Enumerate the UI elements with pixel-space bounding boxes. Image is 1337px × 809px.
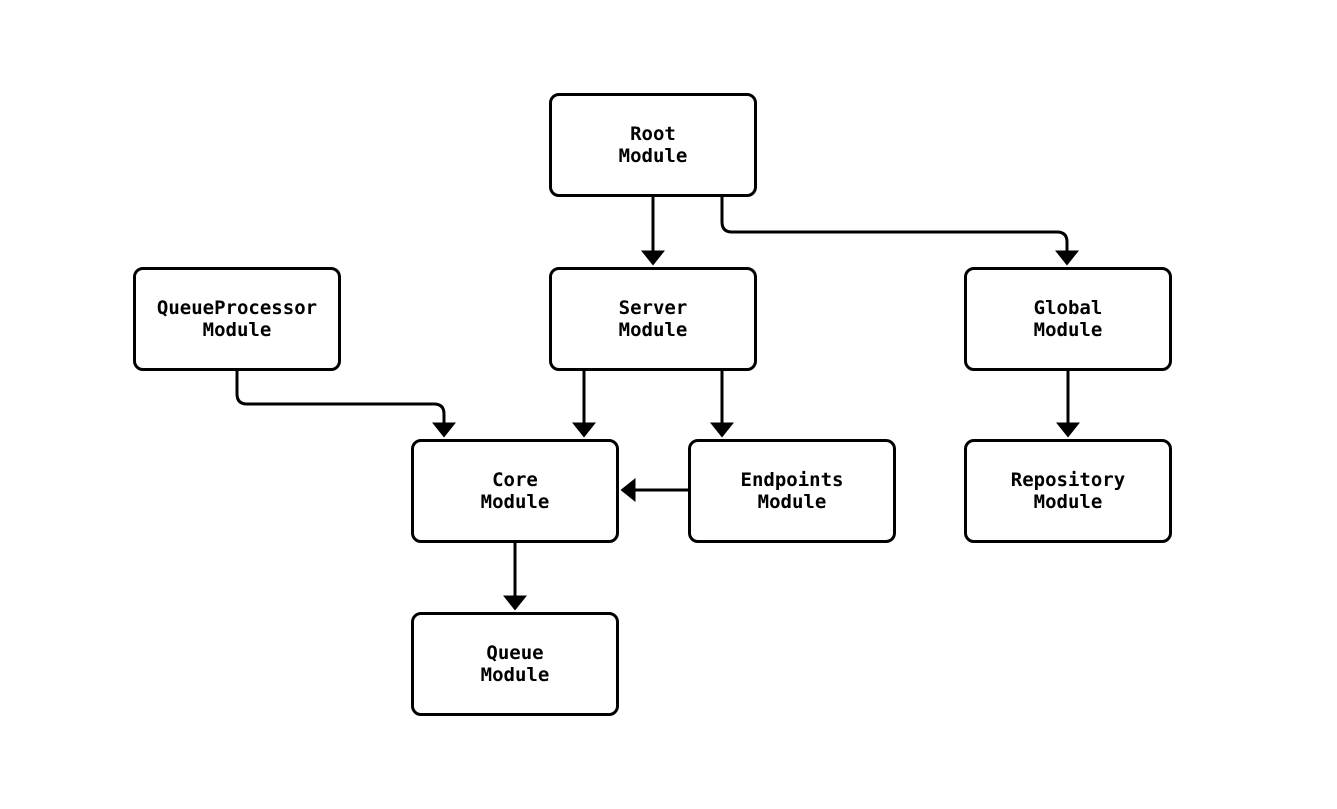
node-server-module: Server Module xyxy=(549,267,757,371)
node-root-module: Root Module xyxy=(549,93,757,197)
node-endpoints-module-label: Endpoints Module xyxy=(740,469,844,513)
edge-queueprocessor-to-core xyxy=(235,371,456,438)
node-repository-module: Repository Module xyxy=(964,439,1172,543)
node-server-module-label: Server Module xyxy=(618,297,688,341)
node-global-module: Global Module xyxy=(964,267,1172,371)
node-global-module-label: Global Module xyxy=(1033,297,1103,341)
node-root-module-label: Root Module xyxy=(618,123,688,167)
node-core-module-label: Core Module xyxy=(480,469,550,513)
node-queueprocessor-module: QueueProcessor Module xyxy=(133,267,341,371)
edge-root-to-global xyxy=(720,197,1079,266)
node-repository-module-label: Repository Module xyxy=(1010,469,1126,513)
node-queue-module: Queue Module xyxy=(411,612,619,716)
node-endpoints-module: Endpoints Module xyxy=(688,439,896,543)
node-core-module: Core Module xyxy=(411,439,619,543)
node-queue-module-label: Queue Module xyxy=(480,642,550,686)
node-queueprocessor-module-label: QueueProcessor Module xyxy=(156,297,318,341)
